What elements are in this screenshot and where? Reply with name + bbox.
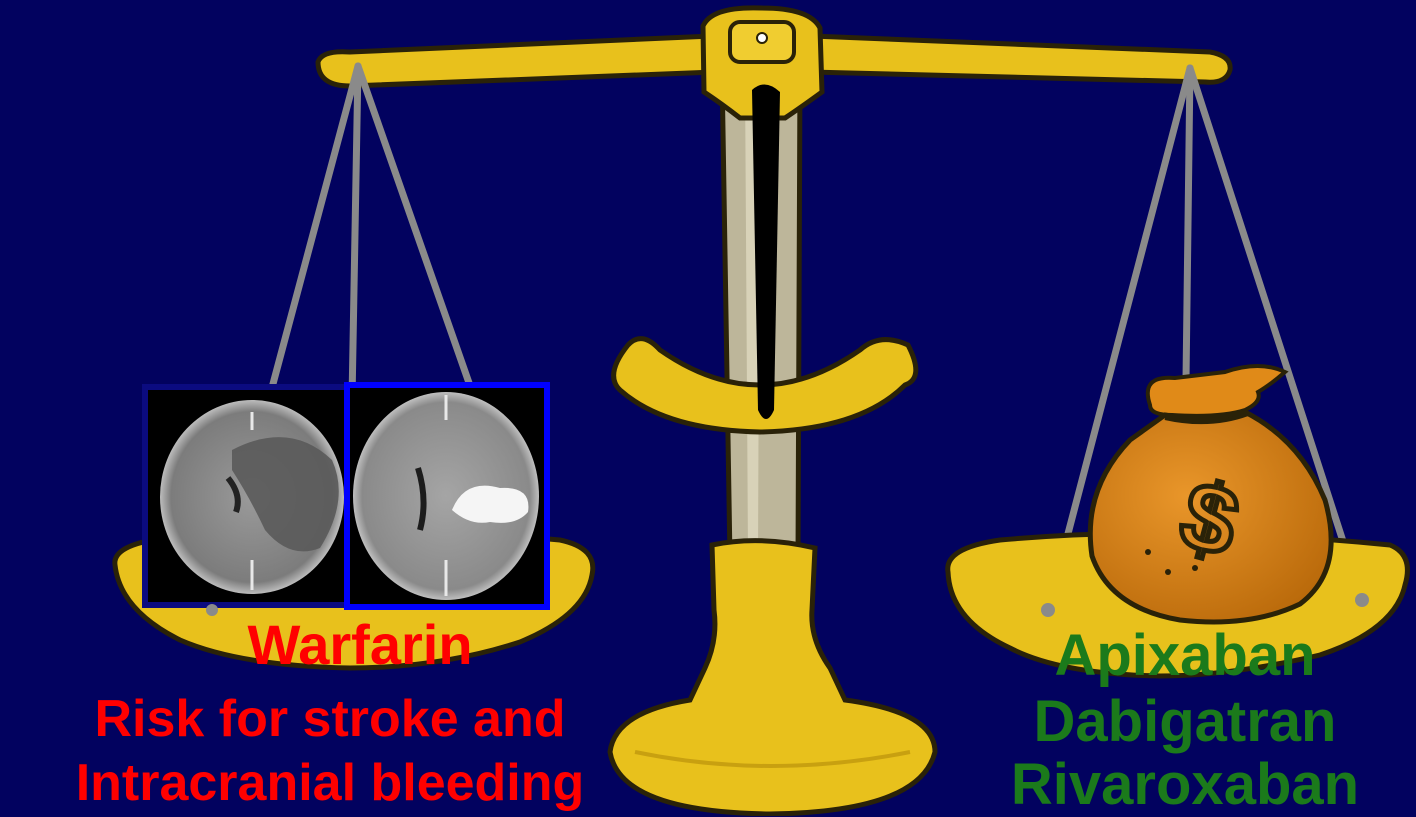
apixaban-label: Apixaban xyxy=(990,627,1380,685)
ct-scan-hemorrhage-image xyxy=(347,385,547,607)
warfarin-risk-line-1: Risk for stroke and xyxy=(20,693,640,745)
warfarin-risk-line-2: Intracranial bleeding xyxy=(0,757,660,809)
rivaroxaban-label: Rivaroxaban xyxy=(990,756,1380,814)
money-bag-icon: $ xyxy=(1090,366,1331,622)
ct-scan-infarct-image xyxy=(145,387,357,605)
dabigatran-label: Dabigatran xyxy=(990,693,1380,751)
warfarin-label: Warfarin xyxy=(170,617,550,673)
